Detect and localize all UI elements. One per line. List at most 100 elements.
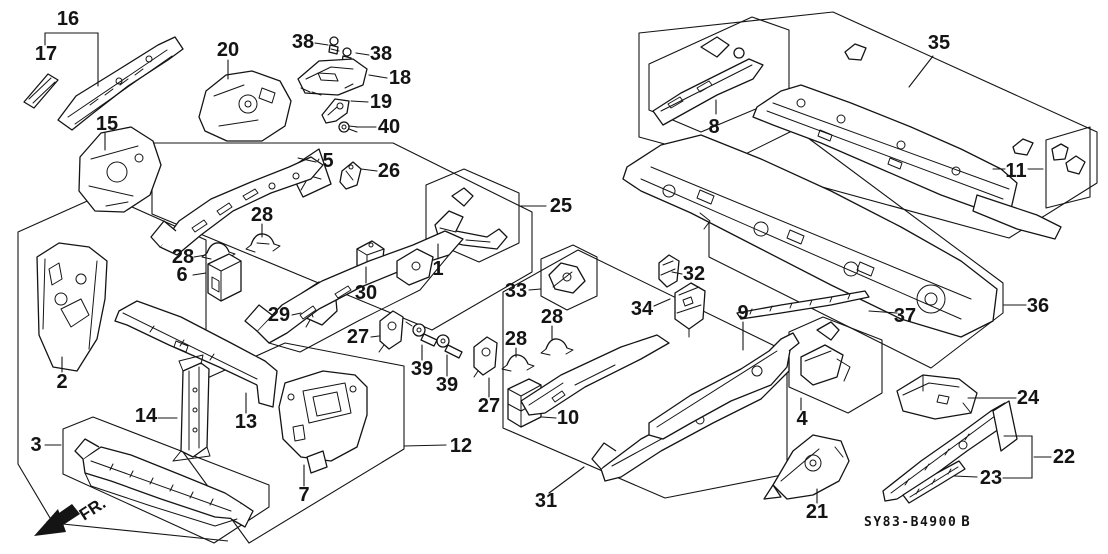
part-callout-38-b: 38 bbox=[370, 43, 392, 65]
part-callout-35: 35 bbox=[928, 32, 950, 54]
part-callout-31: 31 bbox=[535, 490, 557, 512]
part-callout-22: 22 bbox=[1053, 446, 1075, 468]
part-callout-12: 12 bbox=[450, 435, 472, 457]
part-callout-2: 2 bbox=[56, 371, 67, 393]
part-27-bracket-a-drawing bbox=[378, 310, 404, 353]
fr-direction-indicator: FR. bbox=[34, 494, 109, 536]
part-callout-34: 34 bbox=[631, 298, 654, 320]
part-callout-7: 7 bbox=[298, 484, 309, 506]
part-39-bolt-b-drawing bbox=[436, 334, 463, 359]
part-callout-36: 36 bbox=[1027, 295, 1049, 317]
assembly-box-35 bbox=[638, 11, 1098, 239]
part-callout-16: 16 bbox=[57, 8, 79, 30]
part-callout-30: 30 bbox=[355, 282, 377, 304]
fr-arrow-icon bbox=[46, 504, 80, 531]
part-callout-28-c: 28 bbox=[541, 306, 563, 328]
part-1-frame-drawing bbox=[244, 230, 464, 353]
assembly-box-11 bbox=[1045, 126, 1091, 209]
part-callout-6: 6 bbox=[176, 264, 187, 286]
part-40-drawing bbox=[338, 121, 359, 133]
part-callout-18: 18 bbox=[389, 67, 411, 89]
part-callout-28-d: 28 bbox=[505, 328, 527, 350]
part-callout-11: 11 bbox=[1005, 160, 1026, 182]
part-callout-1: 1 bbox=[432, 258, 443, 280]
part-callout-32: 32 bbox=[683, 263, 705, 285]
part-23-drawing bbox=[902, 460, 966, 504]
part-6-drawing bbox=[207, 253, 242, 302]
part-27-bracket-b-drawing bbox=[473, 336, 498, 378]
part-18-drawing bbox=[297, 58, 368, 96]
part-callout-4: 4 bbox=[796, 408, 808, 430]
fr-arrow-head bbox=[34, 509, 66, 536]
part-39-bolt-a-drawing bbox=[405, 321, 438, 347]
part-26-drawing bbox=[339, 161, 362, 190]
part-callout-27-a: 27 bbox=[347, 326, 369, 348]
part-28-clip-c-drawing bbox=[540, 338, 574, 356]
part-callout-9: 9 bbox=[737, 302, 748, 324]
part-callout-8: 8 bbox=[708, 116, 719, 138]
part-22-drawing bbox=[882, 400, 1018, 502]
part-callout-29: 29 bbox=[268, 304, 290, 326]
part-callout-39-a: 39 bbox=[411, 358, 433, 380]
part-21-drawing bbox=[763, 434, 850, 500]
part-callout-21: 21 bbox=[806, 501, 828, 523]
part-16-drawing bbox=[57, 36, 184, 131]
part-20-drawing bbox=[198, 70, 292, 142]
part-38-bolt-a-drawing bbox=[328, 36, 340, 55]
part-7-drawing bbox=[278, 370, 368, 474]
part-28-clip-a-drawing bbox=[245, 233, 281, 253]
part-callout-13: 13 bbox=[235, 411, 257, 433]
part-callout-28-a: 28 bbox=[251, 204, 273, 226]
part-callout-38-a: 38 bbox=[292, 31, 314, 53]
part-callout-19: 19 bbox=[370, 91, 392, 113]
part-callout-25: 25 bbox=[550, 195, 572, 217]
part-19-drawing bbox=[321, 98, 350, 124]
part-callout-10: 10 bbox=[557, 407, 579, 429]
part-callout-39-b: 39 bbox=[436, 374, 458, 396]
part-37-drawing bbox=[736, 290, 870, 320]
fr-label: FR. bbox=[76, 494, 109, 525]
part-13-drawing bbox=[114, 300, 278, 408]
part-callout-37: 37 bbox=[894, 305, 916, 327]
part-24-drawing bbox=[896, 374, 978, 420]
part-11-clips-drawing bbox=[1051, 143, 1086, 175]
assembly-box-4 bbox=[788, 316, 883, 414]
part-28-clip-d-drawing bbox=[501, 354, 535, 372]
part-drawings bbox=[23, 36, 1086, 528]
leader-lines bbox=[44, 32, 1052, 504]
assembly-box-1 bbox=[151, 142, 533, 331]
part-14-drawing bbox=[172, 354, 211, 462]
part-5-drawing bbox=[150, 148, 332, 256]
part-callout-14: 14 bbox=[135, 405, 158, 427]
part-15-drawing bbox=[78, 126, 162, 213]
part-4-drawing bbox=[800, 321, 851, 386]
part-2-drawing bbox=[36, 242, 108, 372]
part-callout-20: 20 bbox=[217, 39, 239, 61]
part-callout-28-b: 28 bbox=[172, 246, 194, 268]
part-9-drawing bbox=[648, 332, 800, 440]
part-32-drawing bbox=[658, 254, 680, 288]
part-callout-5: 5 bbox=[322, 150, 333, 172]
part-3-drawing bbox=[74, 438, 254, 528]
part-callout-40: 40 bbox=[378, 116, 400, 138]
part-callout-17: 17 bbox=[35, 43, 57, 65]
assembly-box-3 bbox=[62, 416, 270, 544]
part-callout-23: 23 bbox=[980, 467, 1002, 489]
assembly-box-33 bbox=[540, 244, 598, 311]
part-28-clip-b-drawing bbox=[201, 242, 236, 260]
part-callout-26: 26 bbox=[378, 160, 400, 182]
part-callout-27-b: 27 bbox=[478, 395, 500, 417]
part-callout-15: 15 bbox=[96, 113, 118, 135]
part-callout-3: 3 bbox=[30, 434, 41, 456]
part-callout-33: 33 bbox=[505, 280, 527, 302]
part-8-drawing bbox=[652, 36, 867, 126]
part-35-cowl-drawing bbox=[752, 84, 1062, 240]
part-34-drawing bbox=[674, 282, 706, 338]
part-33-drawing bbox=[548, 262, 586, 294]
part-36-dashboard-drawing bbox=[622, 134, 998, 338]
part-callout-24: 24 bbox=[1017, 387, 1040, 409]
